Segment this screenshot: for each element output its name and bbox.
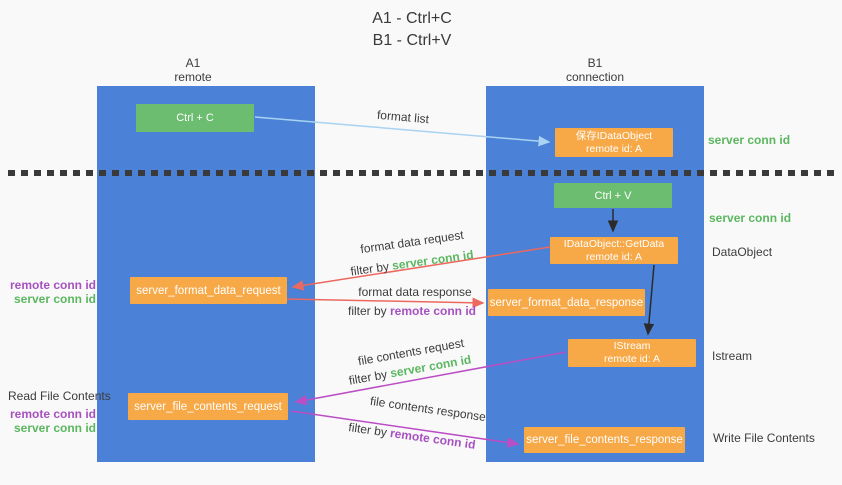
server-conn-id-annotation-mid: server conn id xyxy=(709,211,792,225)
write-file-contents-annotation: Write File Contents xyxy=(713,431,815,445)
istream-title: IStream xyxy=(613,340,651,352)
remote-conn-id-annotation: remote conn id xyxy=(9,407,96,421)
read-file-contents-annotation: Read File Contents xyxy=(8,389,111,403)
ctrl-v-box: Ctrl + V xyxy=(554,183,672,208)
right-column-role: connection xyxy=(565,70,625,84)
save-idataobject-title: 保存IDataObject xyxy=(575,129,653,142)
diagram-title: A1 - Ctrl+C B1 - Ctrl+V xyxy=(312,8,512,52)
file-contents-response-label: file contents response xyxy=(369,393,487,425)
server-conn-id-annotation-top: server conn id xyxy=(708,133,791,147)
server-format-data-request-box: server_format_data_request xyxy=(130,277,287,304)
getdata-title: IDataObject::GetData xyxy=(563,237,665,250)
remote-conn-id-annotation: remote conn id xyxy=(9,278,96,292)
filter-by-text: filter by xyxy=(347,366,392,388)
filter-by-text: filter by xyxy=(347,304,390,318)
title-line-2: B1 - Ctrl+V xyxy=(372,32,452,49)
ctrl-c-box: Ctrl + C xyxy=(136,104,254,132)
getdata-remote-id: remote id: A xyxy=(585,250,643,263)
format-request-conn-ids: remote conn id server conn id xyxy=(0,278,96,306)
file-contents-response-filter-label: filter by remote conn id xyxy=(332,418,492,454)
remote-conn-id-text: remote conn id xyxy=(390,304,477,318)
dotted-divider-line xyxy=(8,170,836,176)
save-idataobject-box: 保存IDataObject remote id: A xyxy=(555,128,673,157)
remote-conn-id-text: remote conn id xyxy=(389,426,477,452)
left-column-role: remote xyxy=(174,70,212,84)
title-line-1: A1 - Ctrl+C xyxy=(372,10,452,27)
dataobject-annotation: DataObject xyxy=(712,245,773,259)
server-conn-id-annotation: server conn id xyxy=(13,292,96,306)
format-data-response-arrow xyxy=(286,297,485,309)
idataobject-getdata-box: IDataObject::GetData remote id: A xyxy=(550,237,678,264)
filter-by-text: filter by xyxy=(347,420,392,440)
istream-annotation: Istream xyxy=(712,349,753,363)
left-column-name: A1 xyxy=(185,56,201,70)
server-file-contents-response-box: server_file_contents_response xyxy=(524,427,685,453)
format-data-response-filter-label: filter by remote conn id xyxy=(332,304,492,318)
right-column-header: B1 connection xyxy=(535,56,655,84)
server-format-data-response-box: server_format_data_response xyxy=(488,289,645,316)
file-request-conn-ids: remote conn id server conn id xyxy=(0,407,96,435)
save-idataobject-remote-id: remote id: A xyxy=(585,142,643,155)
istream-box: IStream remote id: A xyxy=(568,339,696,367)
left-column-header: A1 remote xyxy=(133,56,253,84)
server-conn-id-annotation: server conn id xyxy=(13,421,96,435)
right-column-name: B1 xyxy=(587,56,603,70)
server-conn-id-text: server conn id xyxy=(391,247,475,273)
filter-by-text: filter by xyxy=(349,258,394,279)
istream-remote-id: remote id: A xyxy=(603,353,661,365)
format-data-response-label: format data response xyxy=(358,285,472,299)
format-list-label: format list xyxy=(376,107,430,127)
server-file-contents-request-box: server_file_contents_request xyxy=(128,393,288,420)
